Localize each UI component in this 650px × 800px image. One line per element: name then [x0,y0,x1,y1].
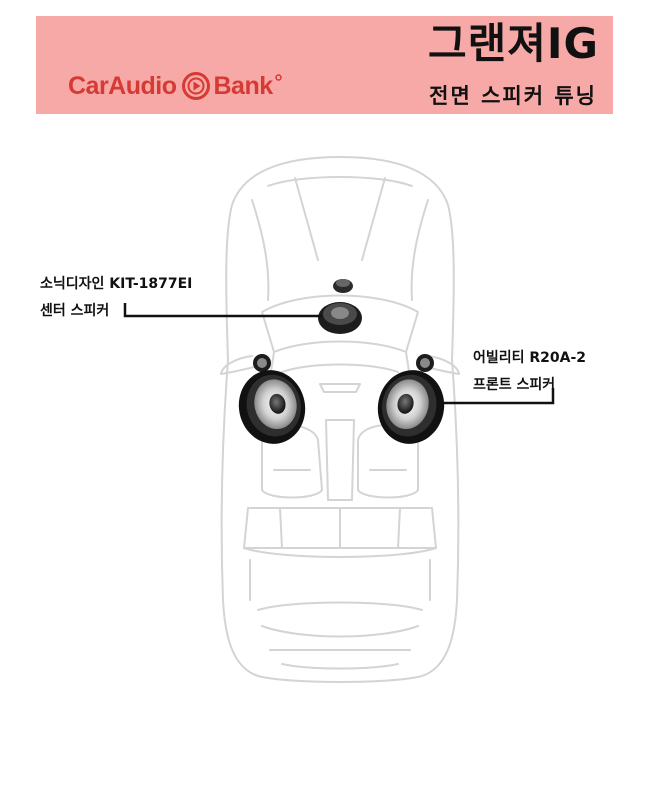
logo-text-bank: Bank [213,71,274,100]
page-subtitle: 전면 스피커 튜닝 [429,84,597,108]
front-tweeter-right-graphic [416,354,434,372]
center-speaker-graphic [318,279,362,334]
carauidobank-logo[interactable]: CarAudio Bank [68,69,282,103]
front-speaker-label: 프론트 스피커 [473,377,556,393]
logo-dot-icon [274,73,282,81]
play-circle-icon [181,72,210,100]
center-speaker-leader-line [123,303,322,318]
page-title: 그랜져IG [427,19,599,68]
front-woofer-left-graphic [238,370,306,444]
front-tweeter-left-graphic [253,354,271,372]
logo-text-caraudio: CarAudio [68,71,177,100]
front-woofer-right-graphic [377,370,445,444]
center-speaker-callout: 소닉디자인 KIT-1877EI 센터 스피커 [40,271,192,325]
center-speaker-label: 센터 스피커 [40,303,110,319]
front-speaker-leader-line [444,388,555,405]
center-speaker-model: 소닉디자인 KIT-1877EI [40,276,193,292]
header-banner: CarAudio Bank 그랜져IG 전면 스피커 튜닝 [36,16,613,114]
front-speaker-callout: 어빌리티 R20A-2 프론트 스피커 [473,345,586,399]
car-top-view-illustration [123,156,555,683]
front-speaker-model: 어빌리티 R20A-2 [473,350,587,366]
